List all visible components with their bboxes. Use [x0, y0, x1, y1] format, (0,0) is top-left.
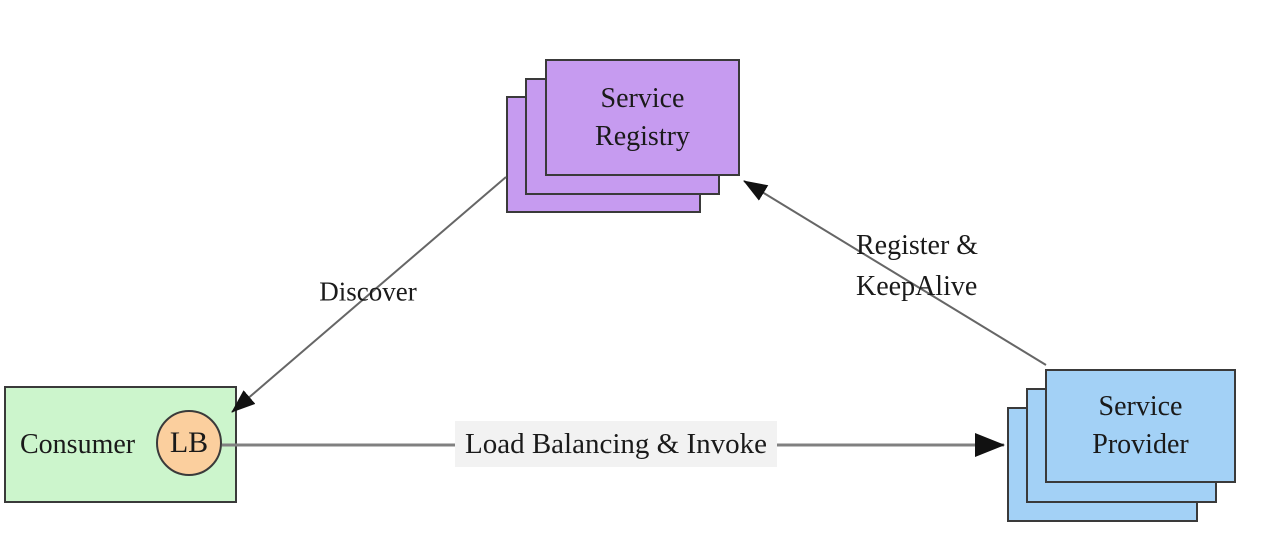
service-registry-label: Service Registry [595, 82, 690, 152]
discover-edge-label: Discover [319, 276, 417, 307]
service-registry-node: Service Registry [545, 59, 740, 176]
load-balancer-label: LB [169, 426, 209, 459]
service-provider-node: Service Provider [1045, 369, 1236, 483]
register-keepalive-edge-label: Register & KeepAlive [856, 230, 979, 302]
load-balancing-invoke-edge-label: Load Balancing & Invoke [455, 420, 777, 468]
consumer-node: Consumer LB [4, 386, 237, 503]
service-provider-label: Service Provider [1092, 391, 1189, 460]
load-balancer-node: LB [156, 410, 222, 476]
consumer-label: Consumer [20, 428, 136, 460]
